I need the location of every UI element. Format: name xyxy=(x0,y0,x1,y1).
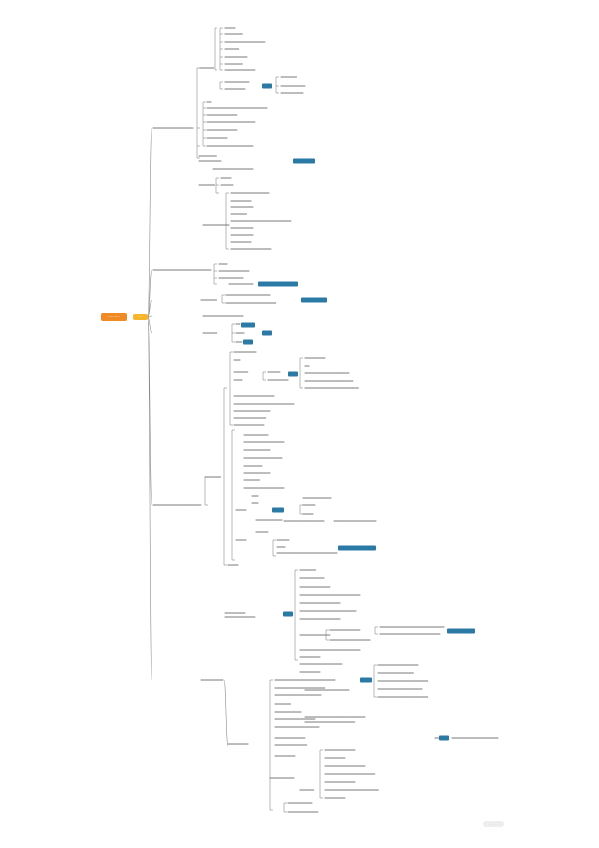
node-badge[interactable] xyxy=(262,83,272,89)
connector-line xyxy=(147,316,153,506)
node-badge[interactable] xyxy=(262,330,272,336)
connector-line xyxy=(223,679,229,747)
watermark-badge: ········· xyxy=(483,821,504,827)
node-badge[interactable] xyxy=(258,281,298,287)
node-badge[interactable] xyxy=(243,339,253,345)
root-tag: ··· xyxy=(133,314,148,320)
node-badge[interactable] xyxy=(283,611,293,617)
node-badge[interactable] xyxy=(439,735,449,741)
node-badge[interactable] xyxy=(293,158,315,164)
node-badge[interactable] xyxy=(272,507,284,513)
branch-connectors xyxy=(147,27,378,813)
node-badge[interactable] xyxy=(288,371,298,377)
node-badge[interactable] xyxy=(360,677,372,683)
connector-line xyxy=(147,269,153,318)
connector-line xyxy=(147,299,153,318)
connector-line xyxy=(147,316,153,334)
node-badge[interactable] xyxy=(447,628,475,634)
connector-line xyxy=(147,316,153,681)
root-node[interactable]: ········· xyxy=(101,313,127,321)
connector-line xyxy=(147,127,153,318)
node-badges xyxy=(241,83,475,741)
node-badge[interactable] xyxy=(338,545,376,551)
node-text-lines xyxy=(152,27,499,813)
node-badge[interactable] xyxy=(301,297,327,303)
node-badge[interactable] xyxy=(241,322,255,328)
